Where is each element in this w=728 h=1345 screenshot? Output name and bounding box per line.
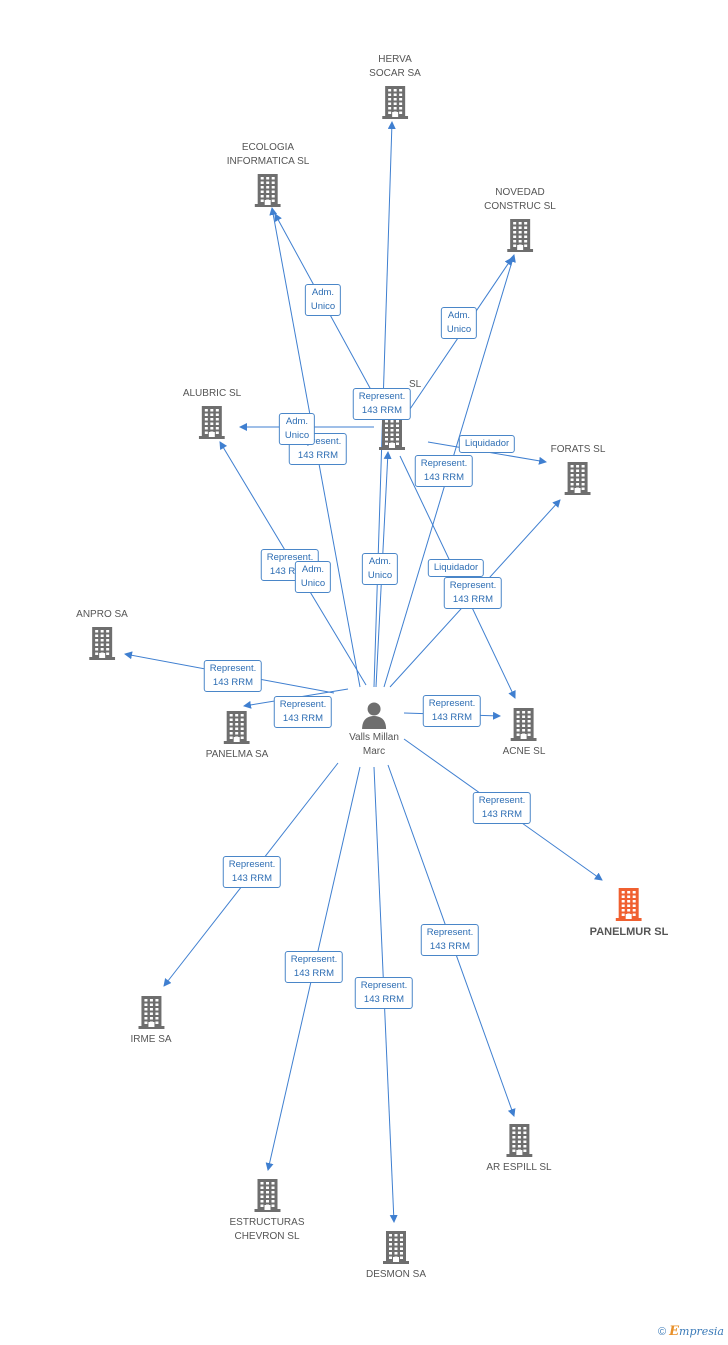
building-icon [369,85,421,119]
company-name: ALUBRIC SL [182,388,242,399]
building-icon [229,1178,304,1212]
company-name: ANPRO SA [76,609,128,620]
edge-label: Represent. 143 RRM [222,856,282,888]
edge-label: Represent. 143 RRM [414,455,474,487]
company-node[interactable]: HERVA SOCAR SA [369,53,421,119]
company-node[interactable]: ECOLOGIA INFORMATICA SL [226,141,310,207]
company-name: NOVEDAD CONSTRUC SL [484,187,556,212]
company-node[interactable]: PANELMUR SL [589,887,669,939]
company-node[interactable]: AR ESPILL SL [486,1123,552,1175]
company-node[interactable]: DESMON SA [366,1230,426,1282]
building-icon [590,887,669,921]
company-name: ECOLOGIA INFORMATICA SL [226,142,310,167]
edge-label: Adm. Unico [294,561,332,593]
company-node[interactable]: SL [379,379,421,450]
company-name: PANELMA SA [205,749,269,760]
building-icon [379,416,405,450]
edge-label: Represent. 143 RRM [352,388,412,420]
company-node[interactable]: NOVEDAD CONSTRUC SL [484,186,556,252]
company-node[interactable]: ANPRO SA [76,608,128,660]
company-name: IRME SA [130,1034,172,1045]
company-node[interactable]: IRME SA [130,995,172,1047]
building-icon [227,173,310,207]
edge-label: Represent. 143 RRM [472,792,532,824]
edge-label: Adm. Unico [304,284,342,316]
copyright-icon: © [657,1326,667,1338]
edge-label: Represent. 143 RRM [354,977,414,1009]
edge-label: Represent. 143 RRM [443,577,503,609]
company-node[interactable]: ESTRUCTURAS CHEVRON SL [229,1178,305,1244]
edge-label: Adm. Unico [278,413,316,445]
person-node[interactable]: Valls Millan Marc [349,701,399,759]
company-name: ACNE SL [502,746,546,757]
edge-label: Represent. 143 RRM [203,660,263,692]
company-name: ESTRUCTURAS CHEVRON SL [229,1217,305,1242]
edge-label: Represent. 143 RRM [422,695,482,727]
building-icon [486,1123,551,1157]
building-icon [551,461,606,495]
building-icon [484,218,556,252]
edge-label: Represent. 143 RRM [420,924,480,956]
building-icon [206,710,269,744]
edge-label: Adm. Unico [361,553,399,585]
building-icon [183,405,241,439]
company-name: FORATS SL [550,444,606,455]
company-name: SL [409,379,422,390]
footer-credit[interactable]: © Empresia [658,1324,724,1339]
company-node[interactable]: FORATS SL [550,443,606,495]
person-icon [349,701,399,729]
edge-label: Liquidador [458,435,516,453]
building-icon [503,707,546,741]
edge-label: Liquidador [427,559,485,577]
company-name: DESMON SA [365,1269,427,1280]
company-node[interactable]: PANELMA SA [205,710,269,762]
company-name: HERVA SOCAR SA [369,54,421,79]
building-icon [366,1230,426,1264]
building-icon [76,626,128,660]
brand-logo: Empresia [669,1324,724,1339]
edge-label: Adm. Unico [440,307,478,339]
person-name: Valls Millan Marc [349,732,399,757]
company-name: AR ESPILL SL [486,1162,552,1173]
building-icon [130,995,171,1029]
company-node[interactable]: ACNE SL [502,707,546,759]
company-name: PANELMUR SL [589,926,669,938]
company-node[interactable]: ALUBRIC SL [183,387,241,439]
edge-label: Represent. 143 RRM [284,951,344,983]
edge-label: Represent. 143 RRM [273,696,333,728]
